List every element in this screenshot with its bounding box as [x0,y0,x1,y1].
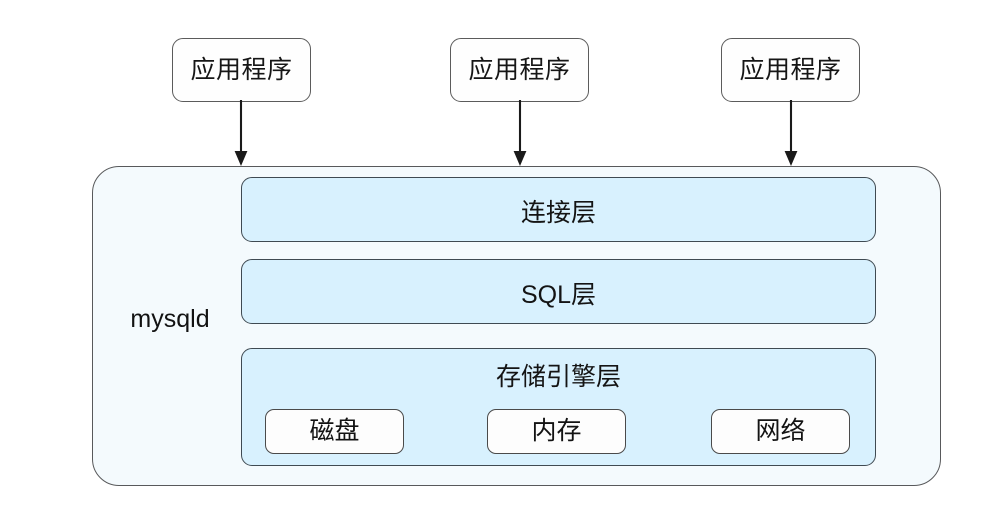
client-box-2[interactable]: 应用程序 [450,38,589,102]
arrow-client-2-to-mysqld [513,100,527,166]
arrow-client-3-to-mysqld [784,100,798,166]
client-label-3: 应用程序 [739,55,842,84]
client-label-1: 应用程序 [190,55,293,84]
layer-connection[interactable]: 连接层 [241,177,876,242]
mysqld-label: mysqld [130,305,210,333]
layer-connection-label: 连接层 [520,199,596,227]
resource-box-disk[interactable]: 磁盘 [265,409,404,454]
layer-sql-label: SQL层 [520,281,597,309]
resource-label-memory: 内存 [531,417,582,445]
layer-storage-engine-label: 存储引擎层 [495,363,621,391]
client-box-1[interactable]: 应用程序 [172,38,311,102]
resource-label-disk: 磁盘 [309,417,360,445]
layer-storage-engine[interactable]: 存储引擎层 磁盘 内存 网络 [241,348,876,466]
arrow-client-1-to-mysqld [234,100,248,166]
resource-label-network: 网络 [755,417,806,445]
layer-sql[interactable]: SQL层 [241,259,876,324]
resource-box-network[interactable]: 网络 [711,409,850,454]
client-box-3[interactable]: 应用程序 [721,38,860,102]
client-label-2: 应用程序 [468,55,571,84]
resource-box-memory[interactable]: 内存 [487,409,626,454]
